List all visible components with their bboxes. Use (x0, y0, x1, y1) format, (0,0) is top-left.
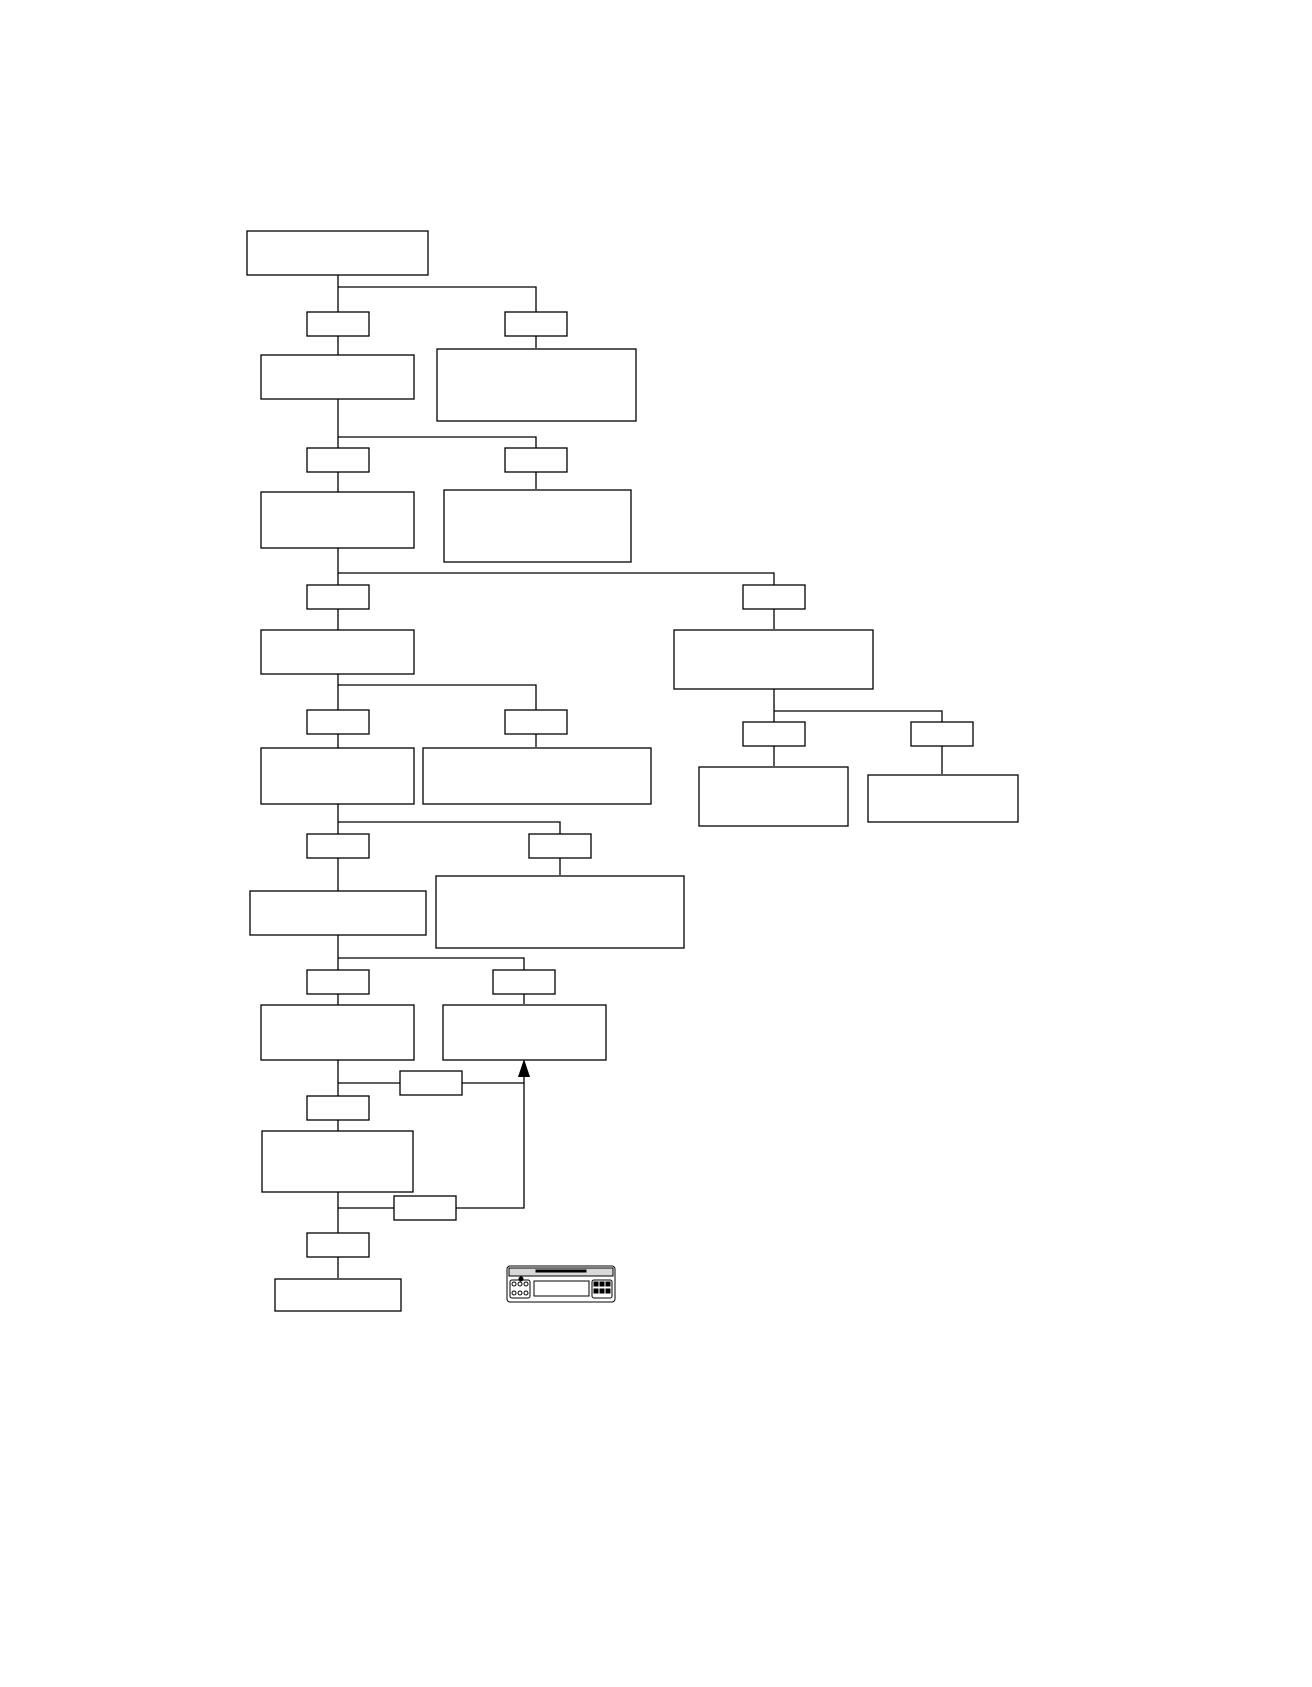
edge-label (306, 709, 370, 735)
flow-node (442, 1004, 607, 1061)
flow-node (698, 766, 849, 827)
edge-label (393, 1195, 457, 1221)
arrowhead (518, 1059, 530, 1077)
edge-label (742, 721, 806, 747)
flow-node (260, 629, 415, 675)
flow-node (249, 890, 427, 936)
flow-node (246, 230, 429, 276)
edge-label (306, 447, 370, 473)
flow-node (443, 489, 632, 563)
car-radio-icon (506, 1265, 616, 1303)
edge-label (504, 709, 568, 735)
edge-label (399, 1070, 463, 1096)
edge-label (504, 447, 568, 473)
flow-node (436, 348, 637, 422)
flow-node (435, 875, 685, 949)
flow-node (260, 747, 415, 805)
edge-label (910, 721, 974, 747)
flow-node (673, 629, 874, 690)
flow-node (261, 1130, 414, 1193)
edge-label (492, 969, 556, 995)
edge-label (306, 1095, 370, 1121)
flow-node (260, 1004, 415, 1061)
edge-label (306, 584, 370, 610)
edge-label (306, 1232, 370, 1258)
edge-label (306, 969, 370, 995)
flow-node (260, 354, 415, 400)
flow-node (260, 491, 415, 549)
edge-label (504, 311, 568, 337)
edge-label (306, 311, 370, 337)
edge-label (528, 833, 592, 859)
flow-node (867, 774, 1019, 823)
flow-node (422, 747, 652, 805)
flow-node (274, 1278, 402, 1312)
edge-label (742, 584, 806, 610)
edge-label (306, 833, 370, 859)
